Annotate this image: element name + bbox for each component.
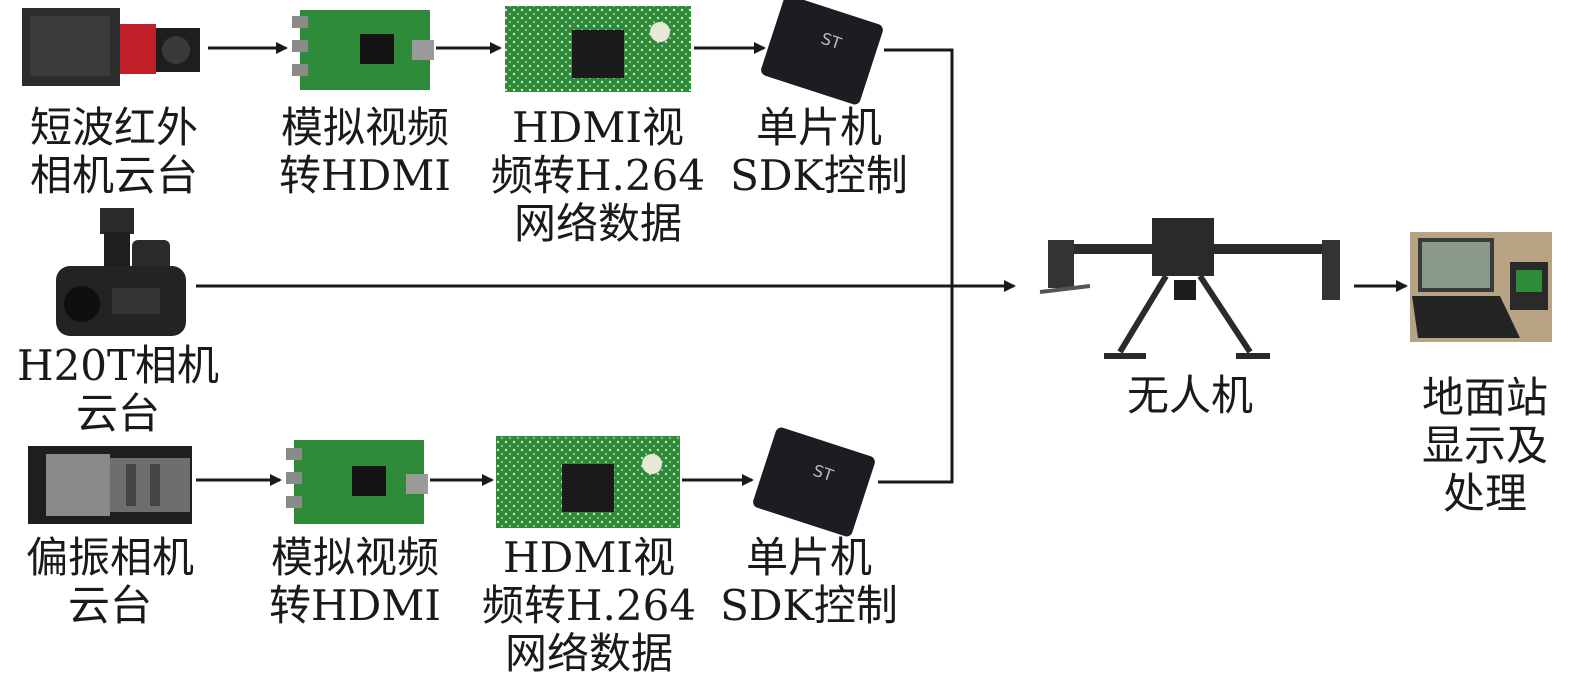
converter-label-top: 模拟视频 转HDMI <box>279 103 451 200</box>
hdmi-to-h264-board-top <box>505 6 691 92</box>
polarization-camera-label: 偏振相机 云台 <box>25 533 194 630</box>
mcu-label-top: 单片机 SDK控制 <box>730 103 908 200</box>
encoder-label-top: HDMI视 频转H.264 网络数据 <box>490 103 706 248</box>
h20t-camera-label: H20T相机 云台 <box>16 341 220 438</box>
encoder-label-bottom: HDMI视 频转H.264 网络数据 <box>481 533 697 678</box>
mcu-label-bottom: 单片机 SDK控制 <box>720 533 898 630</box>
polarization-camera-image <box>28 446 192 524</box>
analog-to-hdmi-board-top <box>292 10 434 90</box>
swir-camera-image <box>22 8 200 86</box>
h20t-camera-image <box>56 208 186 336</box>
mcu-chip-top: ST <box>761 0 883 105</box>
drone-image <box>1039 218 1340 359</box>
mcu-chip-bottom: ST <box>753 427 875 537</box>
ground-station-image <box>1410 232 1552 342</box>
converter-label-bottom: 模拟视频 转HDMI <box>269 533 441 630</box>
connector-top <box>884 48 954 286</box>
analog-to-hdmi-board-bottom <box>286 440 428 524</box>
hdmi-to-h264-board-bottom <box>496 436 680 528</box>
ground-station-label: 地面站 显示及 处理 <box>1421 373 1548 518</box>
swir-camera-label: 短波红外 相机云台 <box>29 103 198 200</box>
drone-label: 无人机 <box>1126 371 1253 420</box>
connector-bottom <box>878 286 954 484</box>
